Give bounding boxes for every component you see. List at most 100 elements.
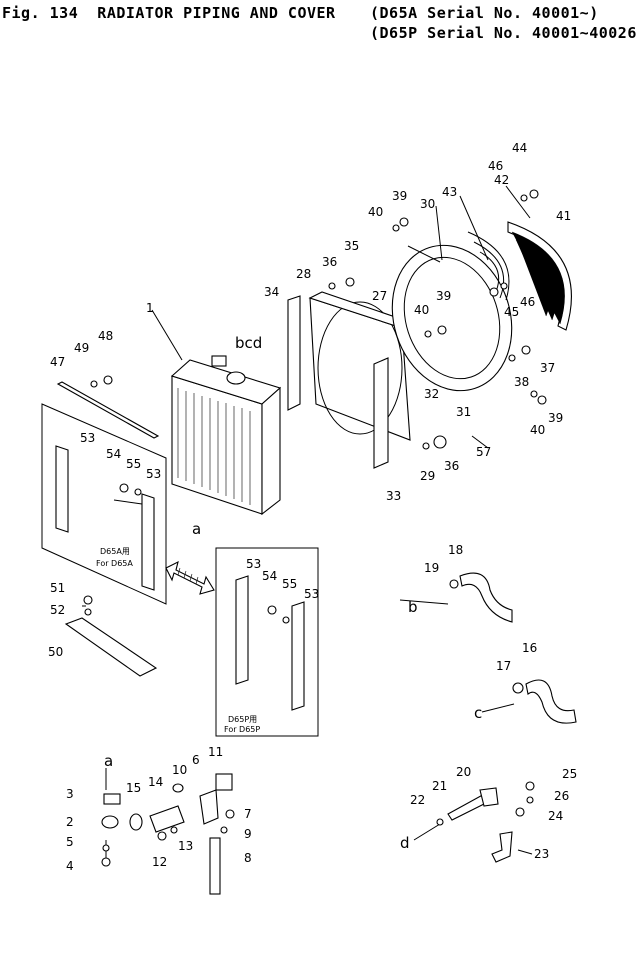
d65p-for-label: For D65P — [224, 725, 260, 734]
strip-d65a-right — [141, 493, 155, 591]
letter-c: c — [474, 704, 482, 722]
callout-18: 18 — [448, 543, 463, 557]
d65p-label: D65P用 — [228, 715, 257, 724]
side-cover-right — [373, 357, 389, 469]
d65a-sub-panel: D65A用 For D65A — [41, 403, 167, 605]
callout-29: 29 — [420, 469, 435, 483]
callout-17: 17 — [496, 659, 511, 673]
callout-11: 11 — [208, 745, 223, 759]
callout-40a: 40 — [368, 205, 383, 219]
callout-5: 5 — [66, 835, 74, 849]
callout-49: 49 — [74, 341, 89, 355]
serial-range-d65p: (D65P Serial No. 40001~40026) — [370, 24, 639, 42]
callout-7: 7 — [244, 807, 252, 821]
hose-18 — [459, 572, 513, 623]
callout-39c: 39 — [548, 411, 563, 425]
side-cover-left — [287, 295, 301, 411]
callout-28: 28 — [296, 267, 311, 281]
callout-32: 32 — [424, 387, 439, 401]
callout-46a: 46 — [488, 159, 503, 173]
callout-35: 35 — [344, 239, 359, 253]
callout-53a: 53 — [80, 431, 95, 445]
callout-21: 21 — [432, 779, 447, 793]
fan-ring — [391, 244, 513, 392]
letters-bcd: bcd — [235, 334, 262, 352]
callout-6: 6 — [192, 753, 200, 767]
callout-36a: 36 — [322, 255, 337, 269]
callout-4: 4 — [66, 859, 74, 873]
callout-23: 23 — [534, 847, 549, 861]
d65p-sub-panel: D65P用 For D65P — [215, 547, 319, 737]
top-strip — [56, 381, 160, 439]
strip-d65a-left — [55, 445, 69, 533]
callout-34: 34 — [264, 285, 279, 299]
radiator-assembly — [170, 355, 282, 516]
lower-bracket — [64, 617, 158, 677]
callout-54b: 54 — [262, 569, 277, 583]
callout-10: 10 — [172, 763, 187, 777]
callout-53c: 53 — [246, 557, 261, 571]
callout-46b: 46 — [520, 295, 535, 309]
callout-51: 51 — [50, 581, 65, 595]
callout-2: 2 — [66, 815, 74, 829]
figure-title: Fig. 134 RADIATOR PIPING AND COVER — [2, 4, 336, 22]
callout-55b: 55 — [282, 577, 297, 591]
callout-40b: 40 — [414, 303, 429, 317]
callout-53b: 53 — [146, 467, 161, 481]
leader-lines — [82, 185, 533, 855]
callout-41: 41 — [556, 209, 571, 223]
pipe-20 — [479, 787, 499, 807]
strip-d65p-right — [291, 601, 305, 711]
callout-33: 33 — [386, 489, 401, 503]
callout-31: 31 — [456, 405, 471, 419]
callout-57: 57 — [476, 445, 491, 459]
callout-22: 22 — [410, 793, 425, 807]
callout-37: 37 — [540, 361, 555, 375]
callout-50: 50 — [48, 645, 63, 659]
callout-39a: 39 — [392, 189, 407, 203]
hose-16 — [525, 679, 577, 724]
d65a-label: D65A用 — [100, 547, 130, 556]
callout-12: 12 — [152, 855, 167, 869]
callout-39b: 39 — [436, 289, 451, 303]
callout-20: 20 — [456, 765, 471, 779]
d65a-for-label: For D65A — [96, 559, 133, 568]
callout-9: 9 — [244, 827, 252, 841]
small-parts-group — [101, 773, 233, 895]
panel-link-arrow — [165, 560, 215, 595]
strip-d65p-left — [235, 575, 249, 685]
fan-guard — [467, 221, 572, 331]
callout-25: 25 — [562, 767, 577, 781]
callout-47: 47 — [50, 355, 65, 369]
callout-14: 14 — [148, 775, 163, 789]
callout-52: 52 — [50, 603, 65, 617]
callout-27: 27 — [372, 289, 387, 303]
callout-48: 48 — [98, 329, 113, 343]
callout-13: 13 — [178, 839, 193, 853]
callout-55a: 55 — [126, 457, 141, 471]
callout-26: 26 — [554, 789, 569, 803]
callout-43: 43 — [442, 185, 457, 199]
callout-labels: 1 2 3 4 5 6 7 8 9 10 11 12 13 14 15 16 1… — [48, 141, 577, 873]
callout-44: 44 — [512, 141, 527, 155]
letter-a-bottom: a — [104, 752, 113, 770]
callout-42: 42 — [494, 173, 509, 187]
callout-40c: 40 — [530, 423, 545, 437]
letter-d: d — [400, 834, 410, 852]
callout-3: 3 — [66, 787, 74, 801]
callout-30: 30 — [420, 197, 435, 211]
callout-15: 15 — [126, 781, 141, 795]
callout-38: 38 — [514, 375, 529, 389]
callout-1: 1 — [146, 301, 154, 315]
callout-19: 19 — [424, 561, 439, 575]
callout-8: 8 — [244, 851, 252, 865]
callout-53d: 53 — [304, 587, 319, 601]
callout-45: 45 — [504, 305, 519, 319]
callout-54a: 54 — [106, 447, 121, 461]
bracket-23 — [491, 831, 513, 863]
callout-16: 16 — [522, 641, 537, 655]
letter-b: b — [408, 598, 418, 616]
fasteners — [83, 189, 547, 867]
letter-a-top: a — [192, 520, 201, 538]
